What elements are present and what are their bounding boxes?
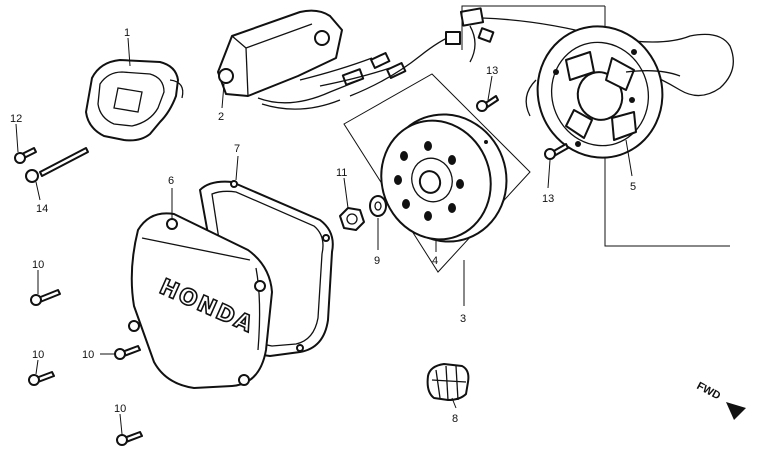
crankcase-cover: HONDA	[128, 212, 273, 389]
bolt-12	[14, 147, 37, 164]
stator-plate	[525, 25, 681, 159]
drain-plug	[426, 363, 470, 401]
flywheel-nut	[339, 207, 365, 231]
bracket-part	[85, 59, 184, 142]
callout-13-b: 13	[542, 193, 554, 205]
long-bolt	[25, 147, 89, 183]
callout-4: 4	[432, 255, 438, 267]
bolt-13-a	[476, 95, 499, 112]
callout-14: 14	[36, 203, 48, 215]
bolt-13-b	[544, 143, 569, 160]
callout-13-a: 13	[486, 65, 498, 77]
callout-11: 11	[336, 167, 347, 179]
arrow-right-icon	[726, 402, 746, 420]
bolt-10-a	[30, 289, 61, 306]
callout-6: 6	[168, 175, 174, 187]
bolt-10-d	[116, 431, 143, 446]
callout-10-d: 10	[114, 403, 126, 415]
callout-7: 7	[234, 143, 240, 155]
washer	[369, 195, 387, 217]
callout-12: 12	[10, 113, 22, 125]
callout-10-b: 10	[82, 349, 94, 361]
cdi-unit	[217, 9, 457, 110]
callout-9: 9	[374, 255, 380, 267]
leader-lines	[15, 37, 633, 435]
callout-10-c: 10	[32, 349, 44, 361]
bolt-10-b	[114, 345, 141, 360]
callout-10-a: 10	[32, 259, 44, 271]
callout-8: 8	[452, 413, 458, 425]
fwd-label: FWD	[695, 380, 723, 402]
bolt-10-c	[28, 371, 55, 386]
forward-direction-arrow: FWD	[695, 380, 746, 420]
callout-1: 1	[124, 27, 130, 39]
flywheel-rotor	[343, 73, 531, 273]
callout-5: 5	[630, 181, 636, 193]
callout-3: 3	[460, 313, 466, 325]
connector-cluster	[445, 5, 734, 247]
callout-2: 2	[218, 111, 224, 123]
